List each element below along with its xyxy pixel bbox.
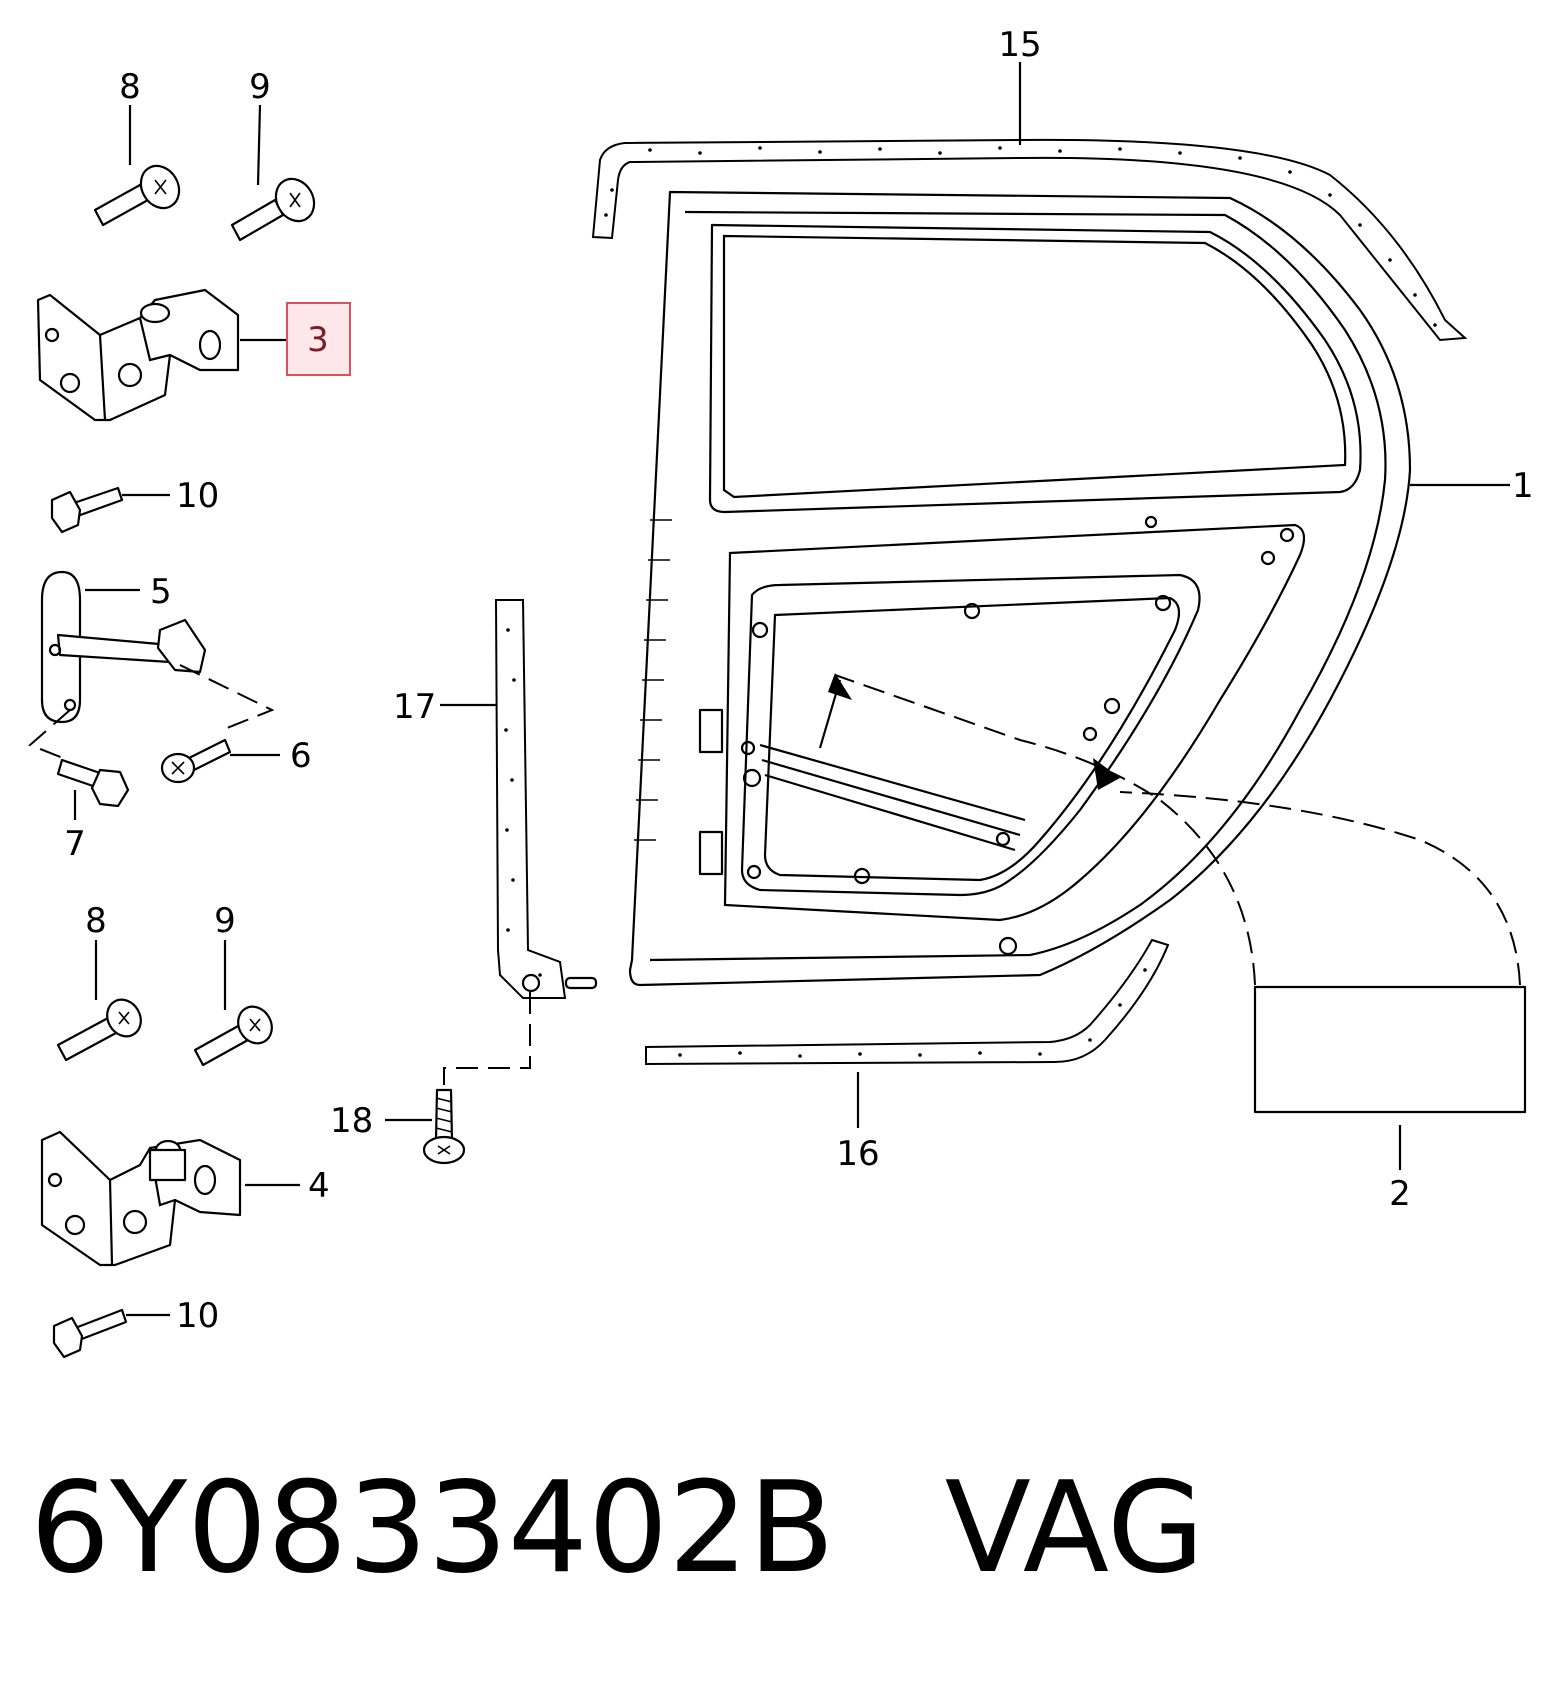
callout-8-top-label: 8	[119, 67, 141, 107]
bolt-part-10-top	[50, 486, 170, 534]
callout-8-bottom-label: 8	[85, 901, 107, 941]
screw-part-6	[160, 738, 280, 784]
upper-door-seal-part-15	[591, 62, 1468, 342]
callout-2-label: 2	[1389, 1174, 1411, 1214]
bolt-part-9-top	[230, 104, 316, 242]
callout-18-label: 18	[330, 1101, 373, 1141]
callout-17-label: 17	[393, 687, 436, 727]
highlight-callout-3: 3	[286, 302, 351, 376]
callout-9-bottom-label: 9	[214, 901, 236, 941]
hinge-side-ticks	[634, 519, 672, 841]
door-shell-part-1	[628, 190, 1510, 987]
callout-3-label: 3	[307, 320, 329, 360]
callout-4-label: 4	[308, 1166, 330, 1206]
brand-name: VAG	[944, 1454, 1205, 1601]
callout-16-label: 16	[836, 1134, 879, 1174]
callout-15-label: 15	[998, 25, 1041, 65]
bolt-part-8-top	[93, 105, 181, 227]
exploded-parts-diagram: 3	[28, 25, 1534, 1359]
door-check-part-5	[28, 570, 275, 761]
callout-6-label: 6	[290, 736, 312, 776]
callout-9-top-label: 9	[249, 67, 271, 107]
screw-part-18	[385, 1088, 466, 1165]
callout-5-label: 5	[150, 572, 172, 612]
part-number: 6Y0833402B	[30, 1454, 835, 1601]
label-plate-part-2	[818, 673, 1527, 1170]
mounting-holes	[740, 515, 1295, 956]
lower-door-seal-part-16	[645, 938, 1170, 1128]
callout-10-top-label: 10	[176, 476, 219, 516]
seal-texture	[604, 146, 1437, 327]
callout-labels: 15 1 2 16 17 18 8 9 10 5 6 7 8 9 4 10	[64, 25, 1533, 1336]
vertical-seal-part-17	[440, 599, 598, 1085]
bolt-part-7	[56, 758, 130, 820]
bolt-part-10-bottom	[52, 1308, 170, 1359]
bolt-part-9-bottom	[193, 940, 273, 1067]
callout-7-label: 7	[64, 824, 86, 864]
callout-10-bottom-label: 10	[176, 1296, 219, 1336]
bolt-part-8-bottom	[56, 940, 142, 1062]
callout-1-label: 1	[1512, 466, 1534, 506]
hinge-part-4	[40, 1130, 300, 1267]
hinge-part-3	[36, 288, 290, 422]
